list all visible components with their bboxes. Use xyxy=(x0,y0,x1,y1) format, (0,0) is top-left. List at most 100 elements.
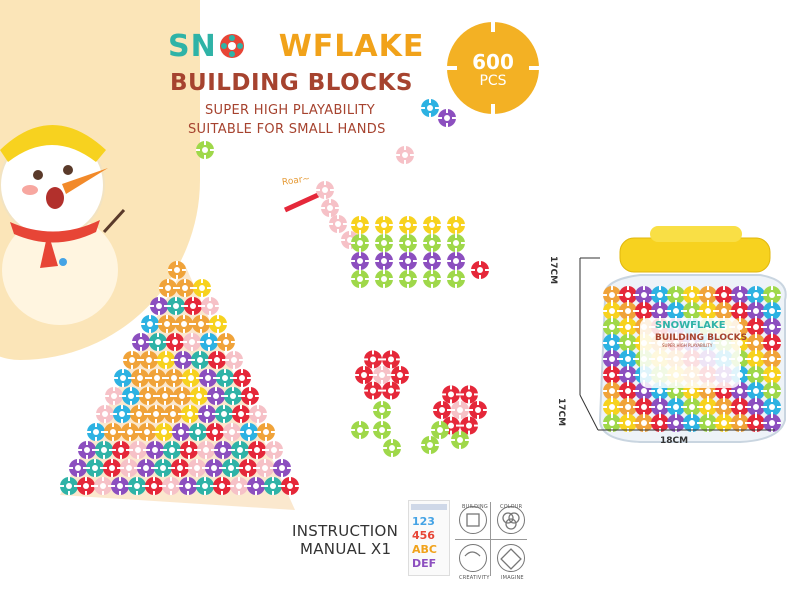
jar-label-title: SNOWFLAKE xyxy=(655,320,726,331)
jar-flake xyxy=(603,398,621,416)
triangle-flake xyxy=(209,315,227,333)
triangle-flake xyxy=(69,459,87,477)
triangle-flake xyxy=(176,279,194,297)
triangle-flake xyxy=(223,423,241,441)
dimension-lines xyxy=(579,257,775,431)
triangle-flake xyxy=(264,477,282,495)
triangle-flake xyxy=(166,333,184,351)
triangle-flake xyxy=(240,423,258,441)
flower-petal xyxy=(460,385,478,404)
jar-flake xyxy=(763,350,781,368)
bird-flake xyxy=(375,252,393,270)
jar-flake xyxy=(619,398,637,416)
jar-label-subtitle: BUILDING BLOCKS xyxy=(655,333,748,343)
jar-flake xyxy=(619,334,637,352)
triangle-flake xyxy=(171,459,189,477)
jar-flake xyxy=(731,414,749,432)
triangle-flake xyxy=(156,387,174,405)
jar-flake xyxy=(603,414,621,432)
triangle-flake xyxy=(265,441,283,459)
jar-flake xyxy=(763,286,781,304)
jar-flake xyxy=(635,286,653,304)
jar-flake xyxy=(747,398,765,416)
triangle-flake xyxy=(96,405,114,423)
dimension-height: 17CM xyxy=(548,256,558,285)
chain-icon xyxy=(459,544,487,572)
triangle-flake xyxy=(180,441,198,459)
triangle-flake xyxy=(172,423,190,441)
jar-flake xyxy=(747,302,765,320)
bird-structure xyxy=(283,181,489,288)
jar-flake xyxy=(747,366,765,384)
jar-flake xyxy=(763,366,781,384)
product-subtitle: BUILDING BLOCKS xyxy=(170,70,413,96)
flower-petal xyxy=(382,350,400,369)
bird-flake xyxy=(351,234,369,252)
flower-petal xyxy=(382,381,400,400)
jar-flake xyxy=(763,302,781,320)
manual-line-1: INSTRUCTION xyxy=(292,522,399,540)
triangle-flake xyxy=(162,477,180,495)
triangle-flake xyxy=(140,351,158,369)
flower-leaf xyxy=(373,421,391,439)
triangle-flake xyxy=(196,477,214,495)
triangle-flake xyxy=(175,315,193,333)
triangle-flake xyxy=(147,405,165,423)
jar-flake xyxy=(619,366,637,384)
triangle-flake xyxy=(167,297,185,315)
triangle-flake xyxy=(87,423,105,441)
feature-divider-horizontal xyxy=(455,539,527,540)
triangle-flake xyxy=(191,351,209,369)
jar-flake xyxy=(635,398,653,416)
title-part-sn: SN xyxy=(168,28,217,64)
flower-leaf xyxy=(431,421,449,439)
jar-flake xyxy=(747,350,765,368)
triangle-flake xyxy=(241,387,259,405)
triangle-flake xyxy=(164,405,182,423)
jar-flake xyxy=(683,398,701,416)
bird-flake xyxy=(399,252,417,270)
manual-line-2: MANUAL X1 xyxy=(300,540,392,558)
jar-flake xyxy=(619,286,637,304)
title-part-wflake: WFLAKE xyxy=(278,28,425,64)
triangle-flake xyxy=(199,369,217,387)
tagline-playability: SUPER HIGH PLAYABILITY xyxy=(205,103,375,118)
triangle-flake xyxy=(94,477,112,495)
jar-flake xyxy=(619,318,637,336)
triangle-flake xyxy=(183,333,201,351)
jar-flake xyxy=(603,382,621,400)
triangle-flake xyxy=(157,351,175,369)
triangle-flake xyxy=(145,477,163,495)
bird-flake xyxy=(399,270,417,288)
jar-flake xyxy=(619,414,637,432)
flower-petal xyxy=(355,366,373,384)
triangle-flake xyxy=(131,369,149,387)
jar-flake xyxy=(747,286,765,304)
booklet-row: 123 xyxy=(412,515,435,528)
jar-flake xyxy=(603,318,621,336)
triangle-flake xyxy=(138,423,156,441)
flower-structure xyxy=(351,350,487,457)
feature-label: IMAGINE xyxy=(501,575,524,581)
jar-flake xyxy=(699,398,717,416)
triangle-flake xyxy=(248,441,266,459)
booklet-row: DEF xyxy=(412,557,437,570)
feature-label: BUILDING xyxy=(462,504,488,510)
flower-leaf xyxy=(451,431,469,449)
triangle-flake xyxy=(188,459,206,477)
piece-unit: PCS xyxy=(479,73,507,89)
triangle-flake xyxy=(122,387,140,405)
triangle-flake xyxy=(105,387,123,405)
triangle-flake xyxy=(205,459,223,477)
bird-flake xyxy=(423,234,441,252)
bird-flake xyxy=(447,234,465,252)
instruction-manual-label: INSTRUCTION MANUAL X1 xyxy=(292,522,398,558)
jar-flake xyxy=(731,286,749,304)
jar-flake xyxy=(603,334,621,352)
booklet-header xyxy=(411,504,447,510)
jar-flake xyxy=(763,398,781,416)
triangle-flake xyxy=(206,423,224,441)
triangle-flake xyxy=(192,315,210,333)
triangle-flake xyxy=(217,333,235,351)
